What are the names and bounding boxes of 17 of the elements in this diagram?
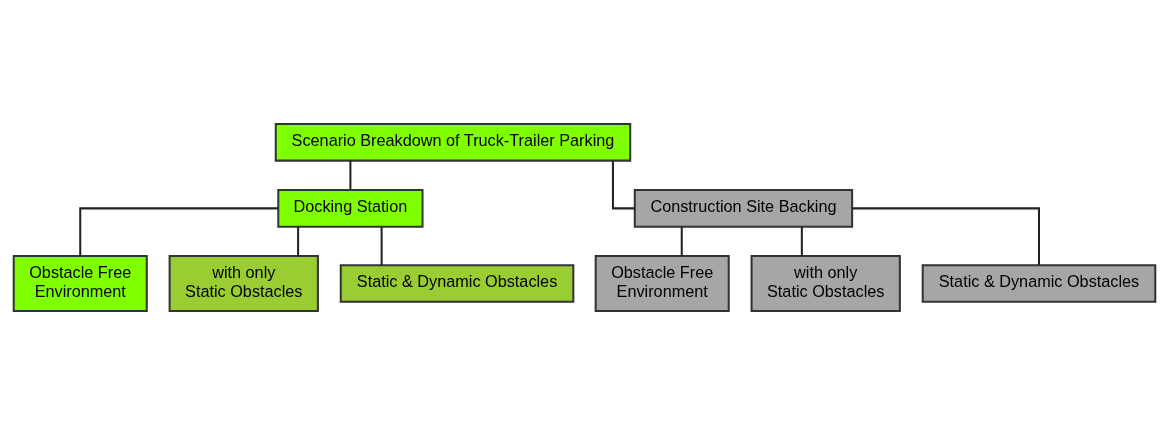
node-box: Static & Dynamic Obstacles (339, 264, 575, 303)
connector (79, 207, 278, 256)
node-box: Static & Dynamic Obstacles (921, 264, 1157, 303)
connector (380, 226, 383, 266)
connector (680, 226, 683, 257)
node-box: Scenario Breakdown of Truck-Trailer Parking (274, 123, 632, 162)
node-box: Construction Site Backing (633, 189, 854, 228)
connector (297, 226, 300, 257)
connector (611, 160, 635, 210)
node-box: with only Static Obstacles (750, 255, 901, 312)
connector (349, 160, 352, 191)
node-box: Obstacle Free Environment (12, 255, 148, 312)
node-box: Docking Station (277, 189, 424, 228)
connector (852, 207, 1040, 265)
node-box: with only Static Obstacles (168, 255, 319, 312)
node-box: Obstacle Free Environment (594, 255, 730, 312)
connector (800, 226, 803, 257)
